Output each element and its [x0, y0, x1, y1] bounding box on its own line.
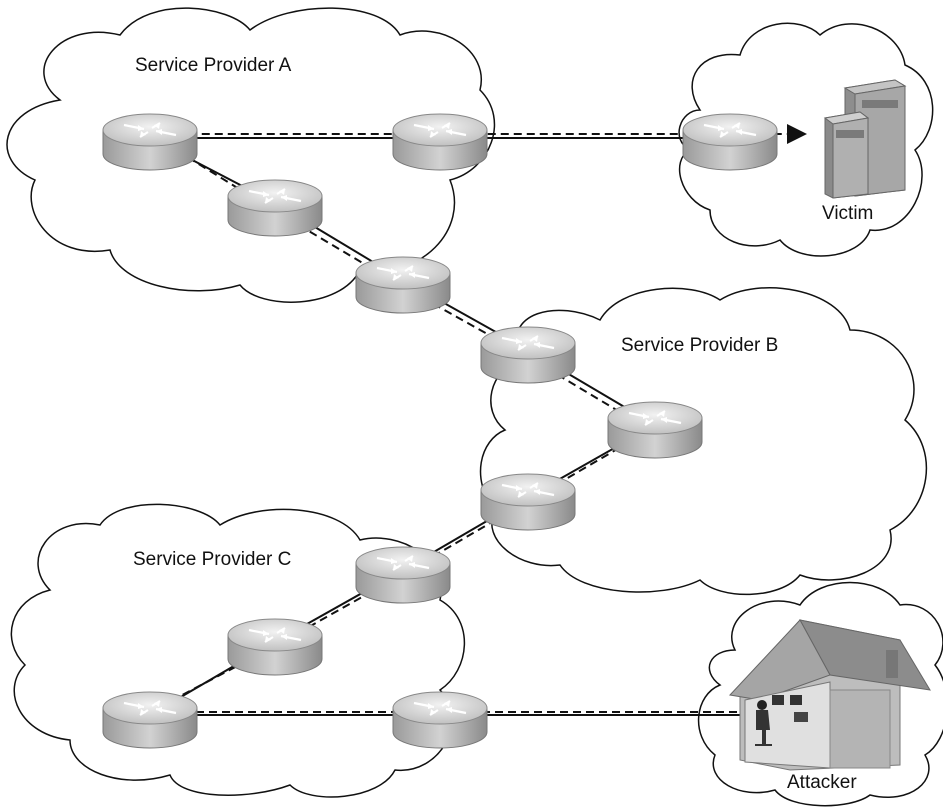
- cloud-service-provider-a: [6, 7, 496, 303]
- router-icon: [354, 255, 452, 315]
- attack-path-dashed: [146, 124, 807, 713]
- attacker-label: Attacker: [787, 772, 857, 793]
- router-icon: [226, 617, 324, 677]
- router-icon: [226, 178, 324, 238]
- router-icon: [391, 112, 489, 172]
- router-icon: [479, 472, 577, 532]
- router-icon: [681, 112, 779, 172]
- victim-label: Victim: [822, 203, 874, 224]
- router-icon: [606, 400, 704, 460]
- server-icon: [823, 79, 907, 199]
- house-icon: [728, 619, 931, 771]
- service-provider-c-label: Service Provider C: [133, 549, 292, 570]
- router-icon: [101, 690, 199, 750]
- service-provider-b-label: Service Provider B: [621, 335, 779, 356]
- service-provider-a-label: Service Provider A: [135, 55, 292, 76]
- router-icon: [391, 690, 489, 750]
- router-icon: [354, 545, 452, 605]
- router-icon: [479, 325, 577, 385]
- router-icon: [101, 112, 199, 172]
